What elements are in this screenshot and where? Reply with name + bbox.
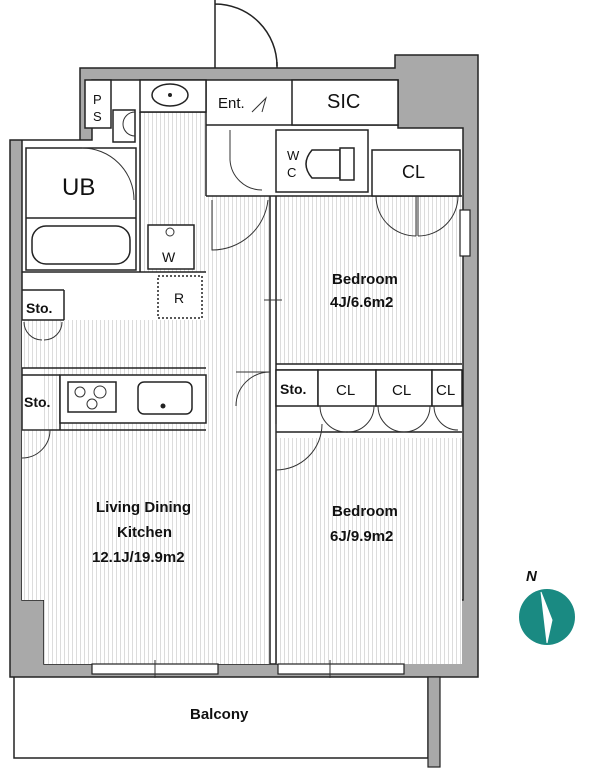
ldk-size: 12.1J/19.9m2	[92, 549, 185, 566]
washer-label: W	[162, 249, 176, 265]
compass-label: N	[526, 568, 538, 585]
closet-mid-1-label: CL	[336, 382, 355, 399]
fridge-label: R	[174, 290, 184, 306]
ps-label-s: S	[93, 109, 102, 124]
bedroom-small-size: 4J/6.6m2	[330, 294, 393, 311]
bedroom-large-size: 6J/9.9m2	[330, 528, 393, 545]
balcony-label: Balcony	[190, 706, 249, 723]
linen-closet-door[interactable]	[122, 111, 136, 137]
bedroom-small-name: Bedroom	[332, 271, 398, 288]
sic-label: SIC	[327, 91, 360, 113]
toilet-icon	[305, 149, 341, 179]
storage-left-upper-doors[interactable]	[23, 321, 63, 341]
storage-left-lower-door[interactable]	[21, 429, 51, 459]
corridor-door[interactable]	[211, 199, 269, 251]
entrance-door[interactable]	[214, 0, 278, 68]
cooktop-icon	[67, 381, 117, 413]
storage-left-lower-label: Sto.	[24, 394, 50, 410]
closet-mid-3-label: CL	[436, 382, 455, 399]
ldk-left-floor	[22, 320, 46, 368]
linen-closet	[112, 109, 136, 143]
storage-left-upper-label: Sto.	[26, 300, 52, 316]
bedroom-large-name: Bedroom	[332, 503, 398, 520]
unit-bath-label: UB	[62, 174, 95, 201]
storage-mid	[275, 369, 319, 407]
window-bedroom	[277, 663, 405, 675]
wc-label-c: C	[287, 165, 296, 180]
closet-mid-3	[431, 369, 463, 407]
compass-icon	[519, 589, 575, 645]
ps-label-p: P	[93, 92, 102, 107]
sic-closet	[291, 79, 399, 126]
washer-area	[147, 224, 195, 270]
bathtub-icon	[31, 225, 131, 265]
closet-top-doors[interactable]	[375, 195, 459, 237]
toilet-tank-icon	[339, 147, 355, 181]
ps-shaft	[84, 79, 112, 129]
closet-mid-2	[375, 369, 433, 407]
storage-mid-label: Sto.	[280, 381, 306, 397]
entrance-label: Ent.	[218, 95, 245, 112]
fridge-space	[157, 275, 203, 319]
ldk-lower-left-floor	[22, 430, 46, 600]
storage-mid-door[interactable]	[235, 371, 271, 407]
closet-top-label: CL	[402, 162, 425, 182]
balcony-rail	[427, 676, 441, 768]
ldk-name-line2: Kitchen	[117, 524, 172, 541]
bedroom-large-floor	[276, 438, 462, 664]
closet-mid-1	[317, 369, 377, 407]
ldk-name-line1: Living Dining	[96, 499, 191, 516]
unit-bath-door[interactable]	[81, 147, 135, 201]
bedroom-small-floor	[276, 196, 462, 364]
wc-door[interactable]	[229, 130, 263, 191]
entrance-door-marker	[251, 96, 268, 113]
wc-label-w: W	[287, 148, 300, 163]
window-east	[459, 209, 471, 257]
kitchen-sink-icon	[137, 381, 193, 415]
closet-mid-doors[interactable]	[319, 405, 459, 433]
ldk-floor-upper	[206, 196, 270, 320]
closet-mid-2-label: CL	[392, 382, 411, 399]
bedroom-large-door[interactable]	[275, 423, 323, 471]
